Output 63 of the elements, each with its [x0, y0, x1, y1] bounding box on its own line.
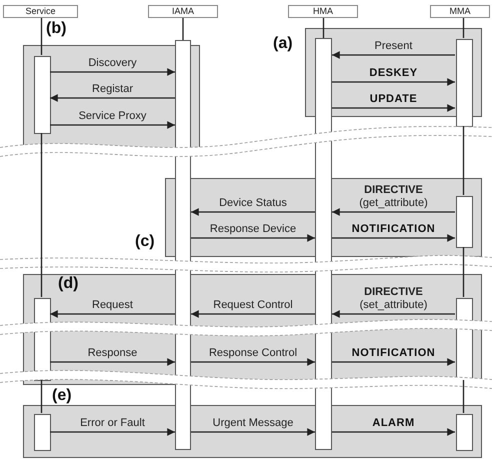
lifeline	[182, 18, 184, 40]
message-label: Discovery	[87, 57, 138, 70]
message-arrow	[191, 428, 315, 436]
message-label: Device Status	[218, 197, 288, 210]
message-label: Error or Fault	[79, 417, 146, 430]
message-arrow	[191, 358, 315, 366]
message-label: DIRECTIVE (set_attribute)	[358, 286, 428, 312]
activation-bar	[315, 38, 332, 450]
message-arrow	[50, 428, 175, 436]
participant-box: IAMA	[148, 5, 218, 18]
message-arrow	[50, 358, 175, 366]
lifeline	[462, 380, 464, 413]
frame-label: (d)	[58, 275, 78, 293]
lifeline	[40, 133, 42, 297]
message-label: Urgent Message	[212, 417, 294, 430]
activation-bar	[34, 414, 51, 451]
message-label: UPDATE	[368, 93, 418, 106]
activation-bar	[175, 40, 191, 450]
lifeline	[40, 380, 42, 413]
message-arrow	[332, 208, 455, 216]
message-label: NOTIFICATION	[350, 347, 436, 360]
frame-label: (a)	[273, 35, 293, 53]
message-arrow	[332, 310, 455, 318]
lifeline	[322, 18, 324, 38]
activation-bar	[456, 39, 473, 127]
message-arrow	[332, 234, 455, 242]
message-arrow	[50, 94, 175, 102]
lifeline	[462, 18, 464, 38]
lifeline	[462, 126, 464, 195]
participant-box: HMA	[288, 5, 358, 18]
activation-bar	[34, 56, 51, 134]
frame-label: (c)	[135, 233, 155, 251]
message-label: Registar	[91, 83, 134, 96]
message-label: Present	[374, 40, 414, 53]
activation-bar	[456, 196, 473, 248]
message-label: ALARM	[371, 417, 416, 430]
message-label: Service Proxy	[78, 110, 148, 123]
lifeline	[462, 247, 464, 297]
message-arrow	[332, 51, 455, 59]
message-label: DESKEY	[368, 67, 419, 80]
message-arrow	[191, 208, 315, 216]
message-label: Request	[91, 299, 134, 312]
participant-box: Service	[3, 5, 78, 18]
message-arrow	[332, 104, 455, 112]
message-arrow	[332, 358, 455, 366]
message-arrow	[50, 68, 175, 76]
message-label: Response	[86, 347, 138, 360]
message-label: Response Control	[208, 347, 298, 360]
message-arrow	[332, 428, 455, 436]
message-arrow	[191, 310, 315, 318]
message-label: NOTIFICATION	[350, 223, 436, 236]
frame-label: (e)	[52, 387, 72, 405]
message-label: Response Device	[208, 223, 298, 236]
message-label: DIRECTIVE (get_attribute)	[358, 184, 429, 210]
message-arrow	[50, 121, 175, 129]
message-arrow	[191, 234, 315, 242]
participant-box: MMA	[430, 5, 490, 18]
message-arrow	[50, 310, 175, 318]
frame-label: (b)	[46, 20, 66, 38]
message-label: Request Control	[212, 299, 294, 312]
message-arrow	[332, 78, 455, 86]
lifeline	[40, 18, 42, 55]
activation-bar	[456, 414, 473, 451]
